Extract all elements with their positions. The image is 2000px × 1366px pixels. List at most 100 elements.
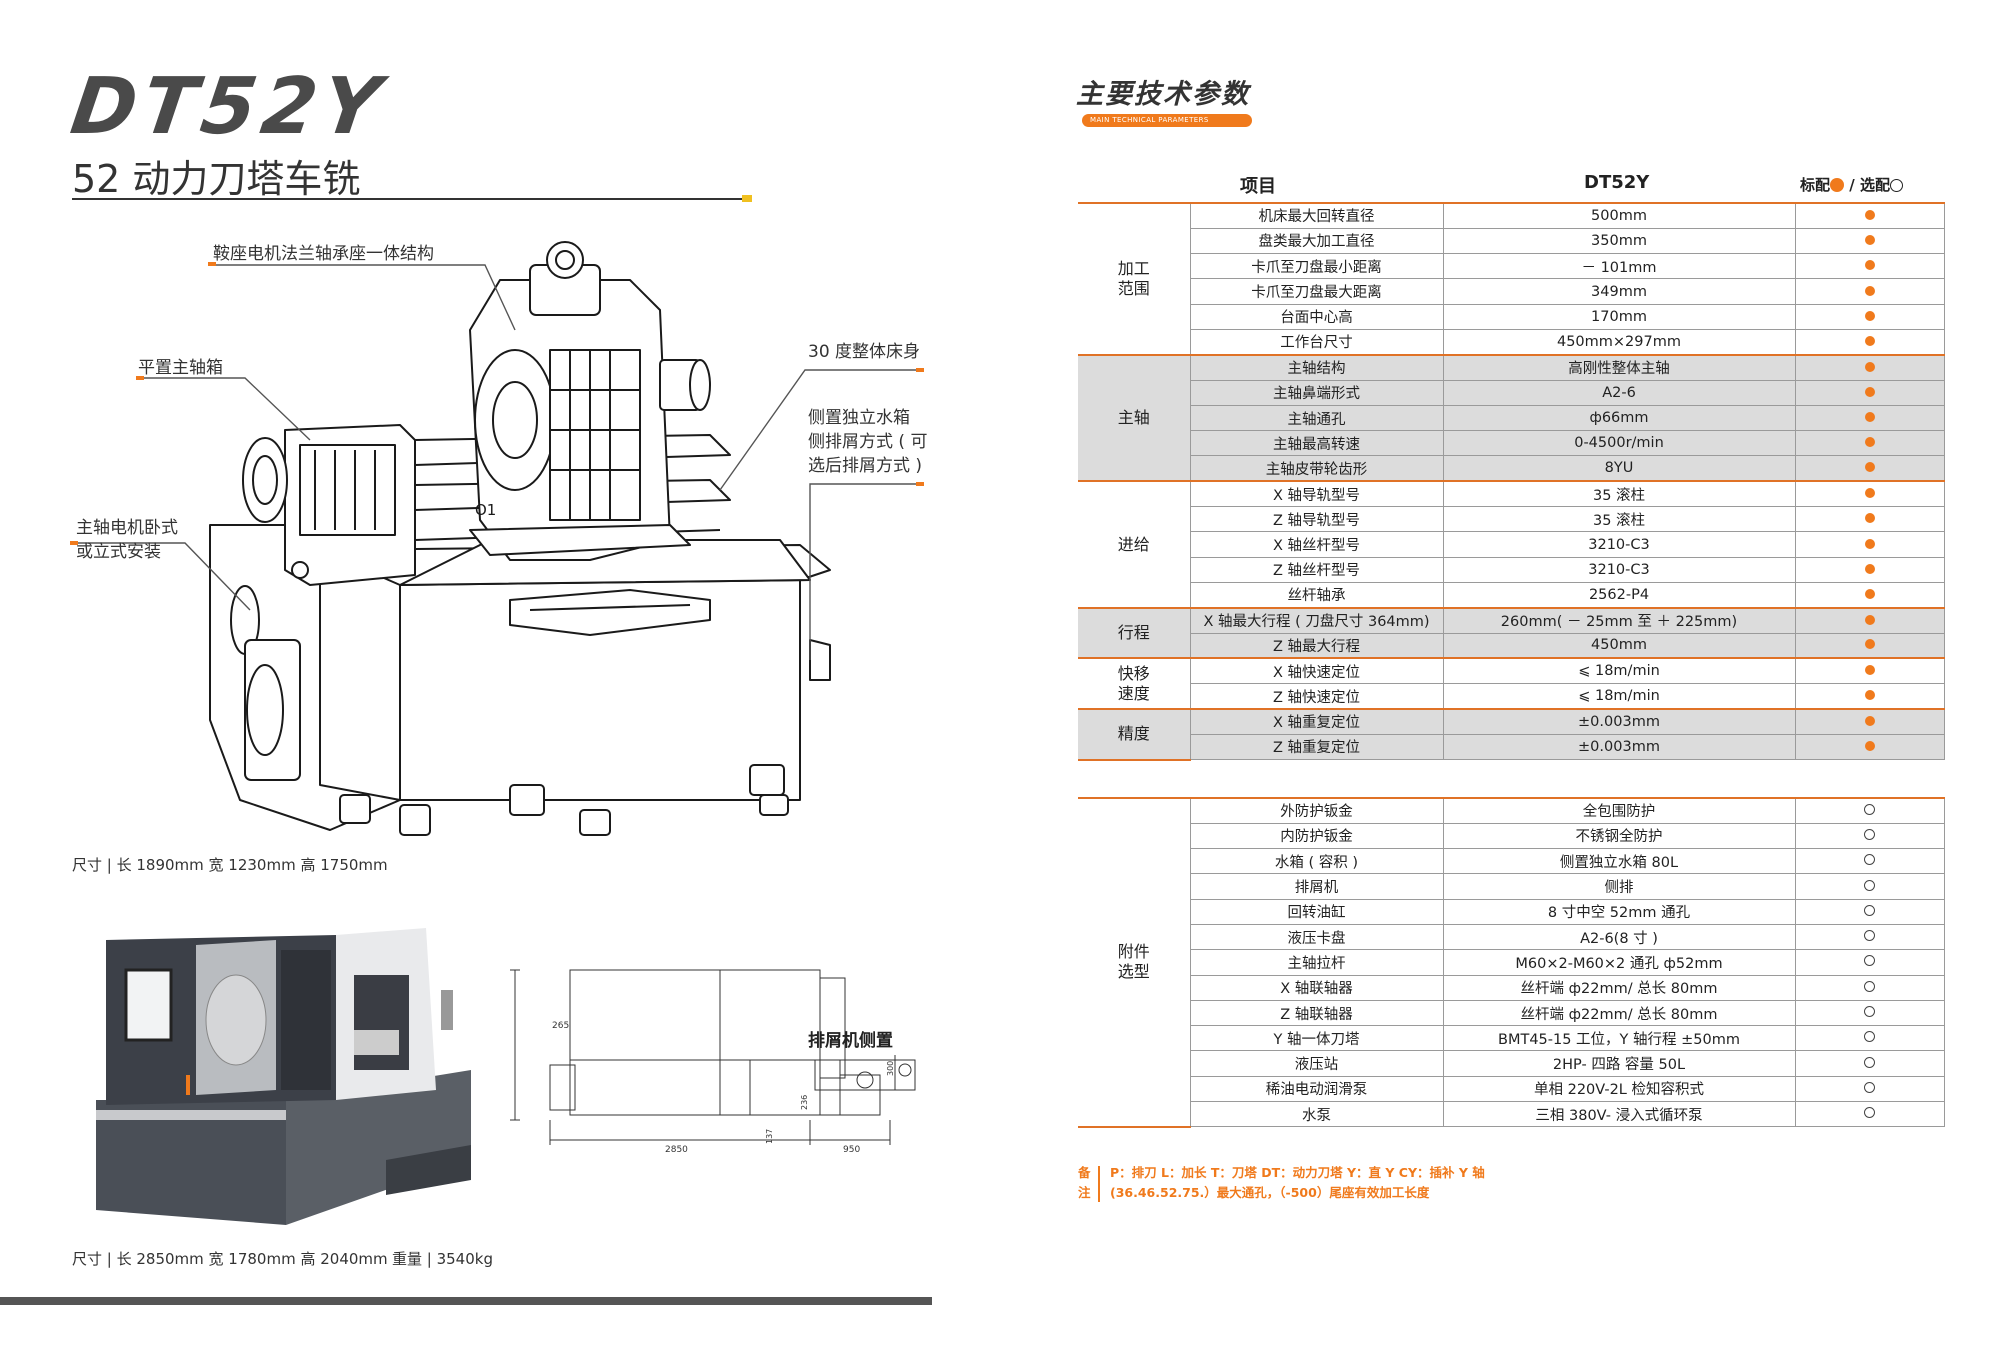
standard-dot-icon (1864, 740, 1875, 751)
value-cell: 260mm( － 25mm 至 ＋ 225mm) (1442, 606, 1796, 634)
item-cell: 排屑机 (1189, 873, 1444, 900)
standard-dot-icon (1864, 588, 1875, 599)
note-text: P：排刀 L：加长 T：刀塔 DT：动力刀塔 Y：直 Y CY：插补 Y 轴 (… (1110, 1163, 1485, 1203)
optional-circle-icon (1864, 879, 1875, 891)
value-cell: － 101mm (1442, 253, 1796, 280)
optional-circle-icon (1864, 1031, 1875, 1043)
standard-dot-icon (1864, 310, 1875, 321)
note-label-2: 注 (1078, 1185, 1091, 1200)
section-subtitle-pill: MAIN TECHNICAL PARAMETERS (1082, 114, 1252, 127)
product-model-title: DT52Y (65, 62, 392, 152)
machine-product-photo (96, 928, 471, 1225)
config-mark-cell (1794, 796, 1945, 824)
config-mark-cell (1794, 480, 1945, 508)
item-cell: 外防护钣金 (1189, 796, 1444, 824)
config-mark-cell (1794, 898, 1945, 925)
weight-text: 重量 | 3540kg (392, 1250, 493, 1268)
value-cell: 不锈钢全防护 (1442, 822, 1796, 850)
standard-dot-icon (1864, 639, 1875, 650)
table-row: Z 轴快速定位⩽ 18m/min (1078, 683, 1945, 710)
item-cell: 主轴最高转速 (1189, 430, 1444, 457)
item-cell: 液压站 (1189, 1050, 1444, 1077)
config-mark-cell (1794, 1050, 1945, 1077)
value-cell: 2HP- 四路 容量 50L (1442, 1050, 1796, 1077)
config-mark-cell (1794, 683, 1945, 710)
value-cell: 349mm (1442, 278, 1796, 305)
value-cell: 侧排 (1442, 873, 1796, 900)
config-mark-cell (1794, 556, 1945, 583)
config-mark-cell (1794, 455, 1945, 482)
category-cell: 加工 范围 (1078, 202, 1191, 356)
value-cell: 35 滚柱 (1442, 480, 1796, 508)
config-mark-cell (1794, 328, 1945, 356)
config-mark-cell (1794, 404, 1945, 432)
item-cell: Z 轴重复定位 (1189, 733, 1444, 761)
optional-circle-icon (1889, 179, 1903, 192)
item-cell: 主轴结构 (1189, 353, 1444, 381)
value-cell: 8YU (1442, 455, 1796, 482)
value-cell: 丝杆端 ф22mm/ 总长 80mm (1442, 974, 1796, 1001)
standard-dot-icon (1864, 488, 1875, 499)
item-cell: Z 轴联轴器 (1189, 999, 1444, 1027)
config-mark-cell (1794, 1025, 1945, 1052)
item-cell: 稀油电动润滑泵 (1189, 1075, 1444, 1103)
section-title: 主要技术参数 (1076, 79, 1250, 110)
dim-950: 950 (843, 1145, 860, 1155)
value-cell: ф66mm (1442, 404, 1796, 432)
config-mark-cell (1794, 848, 1945, 875)
category-cell: 行程 (1078, 606, 1191, 660)
config-mark-cell (1794, 303, 1945, 330)
value-cell: 全包围防护 (1442, 796, 1796, 824)
value-cell: A2-6(8 寸 ) (1442, 923, 1796, 951)
dim-236: 236 (800, 1095, 809, 1110)
table-row: Z 轴联轴器丝杆端 ф22mm/ 总长 80mm (1078, 999, 1945, 1027)
callout-bed: 30 度整体床身 (808, 342, 921, 362)
config-mark-cell (1794, 379, 1945, 406)
value-cell: 三相 380V- 浸入式循环泵 (1442, 1101, 1796, 1128)
header-model: DT52Y (1584, 172, 1650, 193)
config-mark-cell (1794, 227, 1945, 255)
item-cell: 卡爪至刀盘最大距离 (1189, 278, 1444, 305)
note-label-1: 备 (1078, 1165, 1091, 1180)
config-mark-cell (1794, 632, 1945, 659)
item-cell: 主轴皮带轮齿形 (1189, 455, 1444, 482)
config-mark-cell (1794, 506, 1945, 533)
item-cell: Y 轴一体刀塔 (1189, 1025, 1444, 1052)
optional-circle-icon (1864, 980, 1875, 992)
standard-dot-icon (1864, 285, 1875, 296)
item-cell: X 轴快速定位 (1189, 657, 1444, 685)
value-cell: 0-4500r/min (1442, 430, 1796, 457)
config-mark-cell (1794, 974, 1945, 1001)
callout-saddle: 鞍座电机法兰轴承座一体结构 (213, 244, 434, 264)
config-mark-cell (1794, 707, 1945, 735)
legend-opt-label: / 选配 (1849, 176, 1890, 194)
standard-dot-icon (1864, 513, 1875, 524)
standard-dot-icon (1830, 178, 1845, 192)
item-cell: 盘类最大加工直径 (1189, 227, 1444, 255)
category-cell: 精度 (1078, 707, 1191, 761)
config-mark-cell (1794, 201, 1945, 229)
category-cell: 快移 速度 (1078, 657, 1191, 710)
standard-dot-icon (1864, 715, 1875, 726)
table-row: 主轴主轴结构高刚性整体主轴 (1078, 353, 1945, 483)
value-cell: A2-6 (1442, 379, 1796, 406)
standard-dot-icon (1864, 412, 1875, 423)
config-mark-cell (1794, 253, 1945, 280)
category-cell: 进给 (1078, 480, 1191, 609)
item-cell: Z 轴快速定位 (1189, 683, 1444, 710)
value-cell: 单相 220V-2L 检知容积式 (1442, 1075, 1796, 1103)
item-cell: 机床最大回转直径 (1189, 201, 1444, 229)
header-item: 项目 (1240, 176, 1276, 197)
optional-circle-icon (1864, 828, 1875, 840)
config-mark-cell (1794, 999, 1945, 1027)
